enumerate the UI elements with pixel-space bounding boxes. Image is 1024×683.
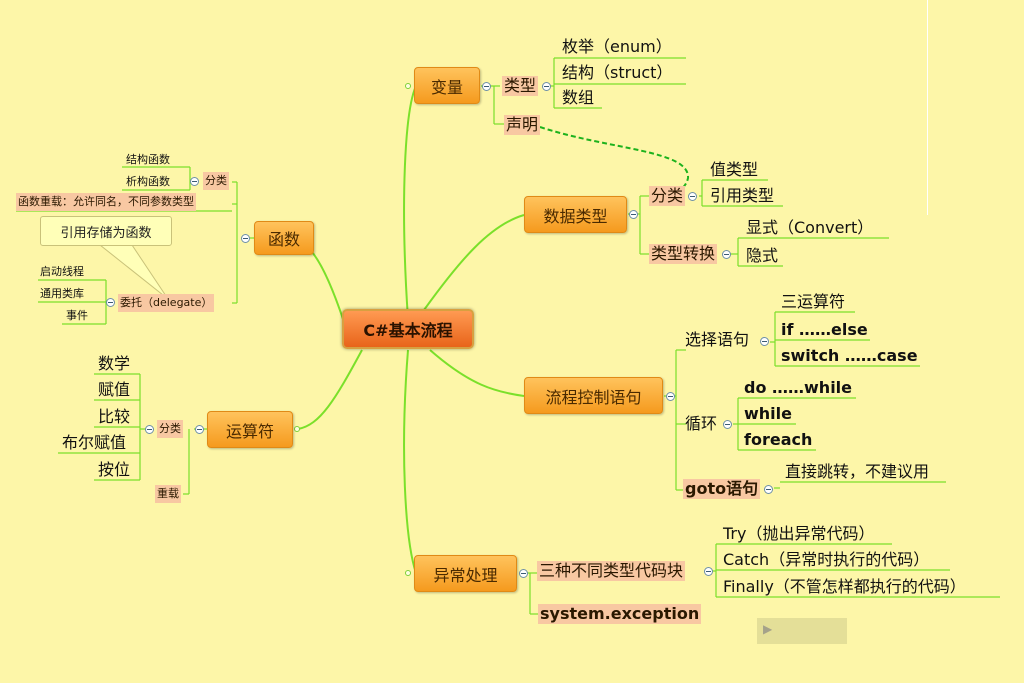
leaf-try[interactable]: Try（抛出异常代码） xyxy=(723,524,875,543)
leaf-explicit[interactable]: 显式（Convert） xyxy=(746,218,874,237)
collapse-toggle-icon[interactable] xyxy=(629,210,638,219)
play-icon[interactable]: ▶ xyxy=(763,622,773,636)
leaf-constructor[interactable]: 结构函数 xyxy=(126,153,170,166)
leaf-value-type[interactable]: 值类型 xyxy=(710,160,759,179)
leaf-struct[interactable]: 结构（struct） xyxy=(562,63,673,82)
leaf-switch-case[interactable]: switch ……case xyxy=(781,346,918,365)
leaf-boolean[interactable]: 布尔赋值 xyxy=(62,433,127,452)
leaf-assignment[interactable]: 赋值 xyxy=(98,380,131,399)
leaf-implicit[interactable]: 隐式 xyxy=(746,246,779,265)
port xyxy=(405,83,411,89)
leaf-foreach[interactable]: foreach xyxy=(744,430,813,449)
leaf-while[interactable]: while xyxy=(744,404,792,423)
subtopic-categories[interactable]: 分类 xyxy=(649,186,686,206)
collapse-toggle-icon[interactable] xyxy=(241,234,250,243)
collapse-toggle-icon[interactable] xyxy=(190,177,199,186)
subtopic-system-exception[interactable]: system.exception xyxy=(538,604,702,624)
subtopic-selection[interactable]: 选择语句 xyxy=(685,330,750,349)
collapse-toggle-icon[interactable] xyxy=(688,192,697,201)
leaf-bitwise[interactable]: 按位 xyxy=(98,460,131,479)
subtopic-declare[interactable]: 声明 xyxy=(504,115,541,135)
subtopic-operator-categories[interactable]: 分类 xyxy=(157,420,183,438)
leaf-destructor[interactable]: 析构函数 xyxy=(126,175,170,188)
subtopic-type[interactable]: 类型 xyxy=(502,76,539,96)
topic-data-types[interactable]: 数据类型 xyxy=(524,196,627,233)
leaf-start-thread[interactable]: 启动线程 xyxy=(40,265,84,278)
leaf-do-while[interactable]: do ……while xyxy=(744,378,853,397)
collapse-toggle-icon[interactable] xyxy=(106,298,115,307)
play-widget[interactable]: ▶ xyxy=(757,618,847,644)
subtopic-overload[interactable]: 函数重载：允许同名，不同参数类型 xyxy=(16,193,196,211)
collapse-toggle-icon[interactable] xyxy=(704,567,713,576)
port xyxy=(405,570,411,576)
subtopic-goto[interactable]: goto语句 xyxy=(683,479,761,499)
callout-delegate-note[interactable]: 引用存储为函数 xyxy=(40,216,172,246)
subtopic-operator-overload[interactable]: 重载 xyxy=(155,485,181,503)
collapse-toggle-icon[interactable] xyxy=(145,425,154,434)
central-topic[interactable]: C#基本流程 xyxy=(342,309,474,349)
collapse-toggle-icon[interactable] xyxy=(482,82,491,91)
leaf-array[interactable]: 数组 xyxy=(562,88,595,107)
leaf-common-library[interactable]: 通用类库 xyxy=(40,287,84,300)
collapse-toggle-icon[interactable] xyxy=(195,425,204,434)
leaf-comparison[interactable]: 比较 xyxy=(98,407,131,426)
leaf-finally[interactable]: Finally（不管怎样都执行的代码） xyxy=(723,577,966,596)
subtopic-loops[interactable]: 循环 xyxy=(685,414,718,433)
topic-flow-control[interactable]: 流程控制语句 xyxy=(524,377,663,414)
leaf-math[interactable]: 数学 xyxy=(98,354,131,373)
leaf-reference-type[interactable]: 引用类型 xyxy=(710,186,775,205)
leaf-catch[interactable]: Catch（异常时执行的代码） xyxy=(723,550,930,569)
subtopic-function-categories[interactable]: 分类 xyxy=(203,172,229,190)
collapse-toggle-icon[interactable] xyxy=(723,420,732,429)
leaf-enum[interactable]: 枚举（enum） xyxy=(562,37,672,56)
subtopic-delegate[interactable]: 委托（delegate） xyxy=(118,294,215,312)
leaf-goto-note[interactable]: 直接跳转，不建议用 xyxy=(785,462,930,481)
topic-exceptions[interactable]: 异常处理 xyxy=(414,555,517,592)
canvas-edge-line xyxy=(927,0,928,215)
subtopic-conversion[interactable]: 类型转换 xyxy=(649,244,718,264)
port xyxy=(294,426,300,432)
topic-operators[interactable]: 运算符 xyxy=(207,411,293,448)
collapse-toggle-icon[interactable] xyxy=(764,485,773,494)
collapse-toggle-icon[interactable] xyxy=(666,392,675,401)
collapse-toggle-icon[interactable] xyxy=(722,250,731,259)
leaf-events[interactable]: 事件 xyxy=(66,309,88,322)
collapse-toggle-icon[interactable] xyxy=(760,337,769,346)
collapse-toggle-icon[interactable] xyxy=(542,82,551,91)
leaf-if-else[interactable]: if ……else xyxy=(781,320,868,339)
topic-functions[interactable]: 函数 xyxy=(254,221,314,255)
collapse-toggle-icon[interactable] xyxy=(519,569,528,578)
subtopic-code-blocks[interactable]: 三种不同类型代码块 xyxy=(537,561,686,581)
leaf-ternary[interactable]: 三运算符 xyxy=(781,292,846,311)
topic-variables[interactable]: 变量 xyxy=(414,67,480,104)
